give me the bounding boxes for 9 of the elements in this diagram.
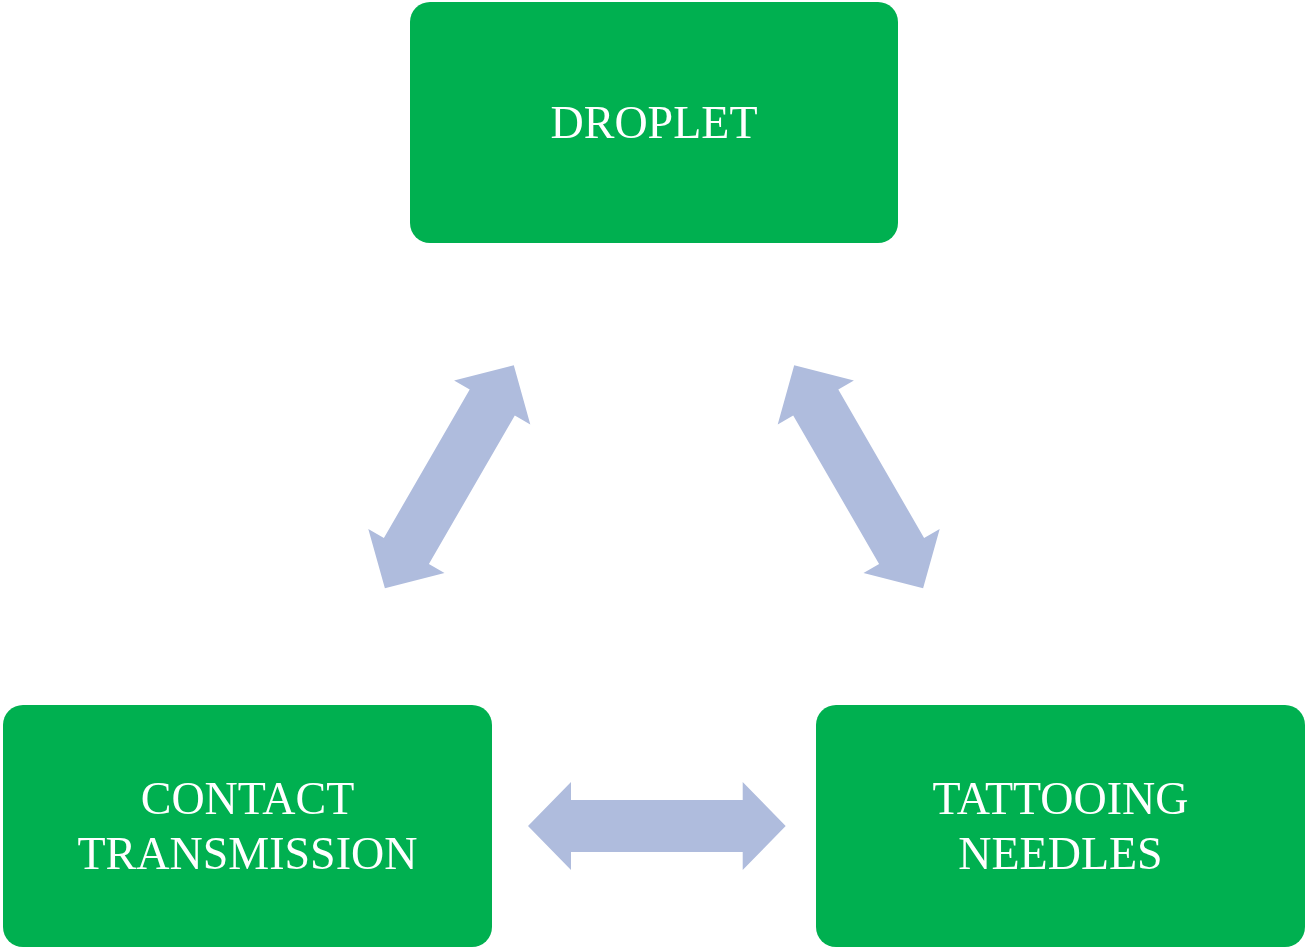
box-label: CONTACT TRANSMISSION xyxy=(76,771,419,881)
process-box xyxy=(410,2,898,243)
double-arrow xyxy=(528,782,786,870)
double-arrow xyxy=(368,365,531,589)
box-label: DROPLET xyxy=(550,95,758,150)
process-box xyxy=(816,705,1305,947)
process-box xyxy=(3,705,492,947)
double-arrow xyxy=(777,365,940,589)
box-label: TATTOOING NEEDLES xyxy=(931,771,1190,881)
